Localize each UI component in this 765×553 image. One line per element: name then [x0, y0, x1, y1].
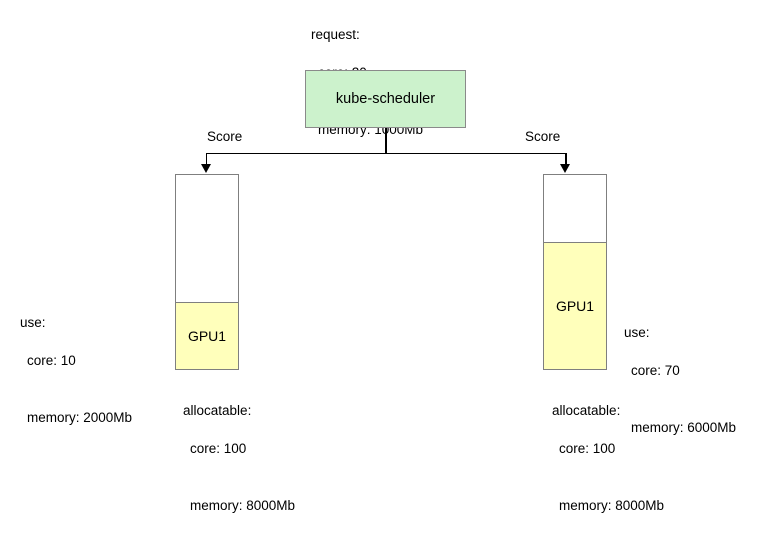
node-use-right: use: core: 70 memory: 6000Mb	[609, 304, 736, 475]
kube-scheduler-label: kube-scheduler	[335, 91, 436, 107]
connector-left-drop	[205, 152, 207, 167]
node-gpu-label-left: GPU1	[187, 328, 227, 345]
diagram-canvas: request: core: 20 memory: 1000Mb kube-sc…	[20, 27, 736, 513]
node-allocatable-header-left: allocatable:	[183, 403, 252, 418]
kube-scheduler-box[interactable]: kube-scheduler	[305, 70, 466, 128]
edge-label-right-score: Score	[525, 129, 561, 144]
node-allocatable-right: allocatable: core: 100 memory: 8000Mb	[537, 382, 664, 553]
node-use-core-right: core: 70	[631, 363, 680, 378]
arrowhead-right-icon	[560, 164, 570, 173]
node-allocatable-core-right: core: 100	[559, 441, 616, 456]
node-use-left: use: core: 10 memory: 2000Mb	[5, 294, 132, 465]
connector-right-drop	[565, 152, 567, 167]
node-box-left[interactable]: GPU1	[175, 174, 239, 370]
node-allocatable-left: allocatable: core: 100 memory: 8000Mb	[168, 382, 295, 553]
node-allocatable-core-left: core: 100	[190, 441, 247, 456]
node-allocatable-header-right: allocatable:	[552, 403, 621, 418]
node-box-right[interactable]: GPU1	[543, 174, 607, 370]
request-header: request:	[311, 27, 360, 42]
node-use-core-left: core: 10	[27, 353, 76, 368]
node-use-memory-left: memory: 2000Mb	[27, 410, 133, 425]
node-allocatable-memory-left: memory: 8000Mb	[190, 498, 296, 513]
node-allocatable-memory-right: memory: 8000Mb	[559, 498, 665, 513]
connector-bar	[206, 152, 566, 154]
arrowhead-left-icon	[200, 164, 211, 173]
node-use-header-left: use:	[20, 315, 46, 330]
node-usage-fill-left: GPU1	[176, 302, 238, 369]
node-usage-fill-right: GPU1	[544, 241, 606, 369]
node-gpu-label-right: GPU1	[555, 297, 595, 314]
edge-label-left-score: Score	[207, 129, 243, 144]
connector-trunk	[385, 128, 387, 154]
node-use-header-right: use:	[624, 325, 650, 340]
node-use-memory-right: memory: 6000Mb	[631, 420, 737, 435]
